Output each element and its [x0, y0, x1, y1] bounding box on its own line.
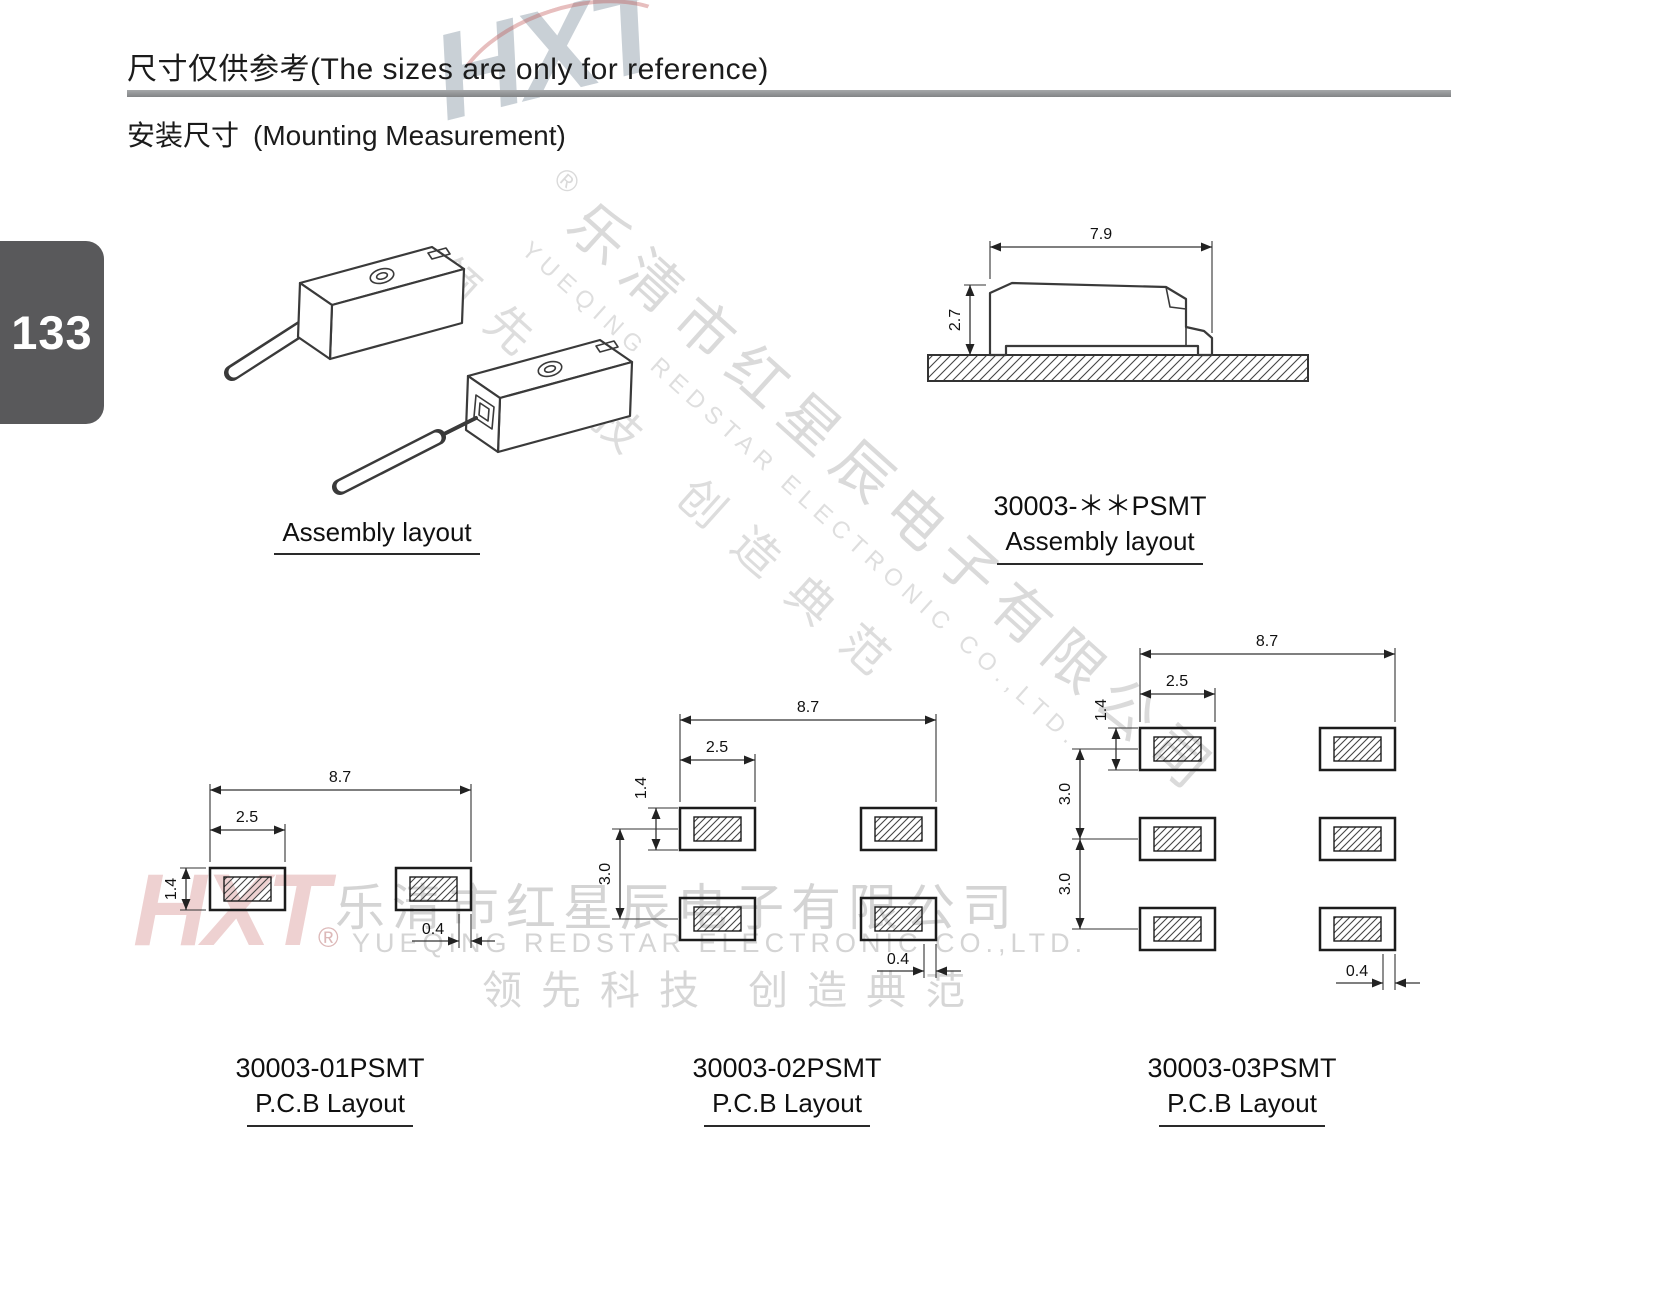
socket-opening [473, 394, 495, 430]
solder-pad [1318, 906, 1397, 952]
solder-pad [1318, 726, 1397, 772]
pcb-strip [927, 354, 1309, 382]
iso-assembly-caption: Assembly layout [227, 513, 527, 556]
section-title-en: (Mounting Measurement) [253, 120, 566, 151]
dim-label: 0.4 [422, 921, 444, 938]
connector-end-face [464, 374, 502, 454]
dim-height: 2.7 [947, 284, 986, 356]
solder-pad [208, 866, 287, 912]
solder-pad [394, 866, 473, 912]
dim-pad-width: 2.5 [210, 809, 286, 862]
part-number: 30003-02PSMT [692, 1053, 882, 1083]
section-title-cn: 安装尺寸 [127, 120, 240, 151]
dim-pad-width: 2.5 [680, 739, 756, 802]
page-number-tab: 133 [0, 241, 104, 424]
dim-label: 1.4 [1093, 699, 1110, 721]
dim-label: 8.7 [797, 699, 819, 716]
connector-with-wire [224, 245, 466, 381]
solder-pad [1138, 816, 1217, 862]
divider-bar [127, 90, 1451, 97]
top-hole [369, 267, 395, 285]
pcb-layout-1-drawing: 8.7 2.5 1.4 0.4 [163, 769, 495, 948]
dim-label: 8.7 [329, 769, 351, 786]
top-hole-inner [543, 364, 557, 374]
section-title: 安装尺寸 (Mounting Measurement) [127, 114, 566, 154]
latch-detail [1165, 286, 1187, 310]
caption-text: P.C.B Layout [704, 1088, 870, 1127]
pcb-layout-3-caption: 30003-03PSMT P.C.B Layout [1092, 1052, 1392, 1127]
dim-label: 3.0 [1057, 873, 1074, 895]
part-number: 30003-01PSMT [235, 1053, 425, 1083]
dim-width: 7.9 [989, 226, 1213, 333]
watermark-slogan: 领先科技 创造典范 [482, 969, 985, 1013]
page-number: 133 [11, 306, 93, 359]
solder-pad [678, 806, 757, 852]
dim-label: 1.4 [163, 878, 180, 900]
dim-pad-height: 1.4 [163, 867, 206, 911]
top-hole [537, 360, 563, 378]
dim-label: 2.5 [236, 809, 258, 826]
side-view-caption: 30003-＊＊PSMT Assembly layout [950, 490, 1250, 565]
top-hole-inner [375, 271, 389, 281]
latch-detail [427, 247, 451, 260]
dim-label: 0.4 [887, 951, 909, 968]
latch-detail [595, 340, 619, 353]
dim-offset: 0.4 [877, 944, 961, 978]
connector-with-loose-wire [332, 338, 634, 495]
dim-offset: 0.4 [412, 914, 495, 948]
dim-pad-height: 1.4 [1093, 699, 1138, 771]
caption-text: Assembly layout [997, 526, 1203, 565]
dim-label: 7.9 [1090, 226, 1112, 243]
part-number: 30003-03PSMT [1147, 1053, 1337, 1083]
dim-label: 8.7 [1256, 633, 1278, 650]
solder-pad [678, 896, 757, 942]
dim-label: 2.7 [947, 309, 964, 331]
part-number: 30003-＊＊PSMT [993, 491, 1207, 521]
dim-label: 2.5 [706, 739, 728, 756]
dim-pad-width: 2.5 [1140, 673, 1216, 722]
dim-label: 1.4 [633, 777, 650, 799]
pcb-layout-1-caption: 30003-01PSMT P.C.B Layout [180, 1052, 480, 1127]
solder-pad [859, 806, 938, 852]
pcb-layout-2-drawing: 8.7 2.5 1.4 3.0 0.4 [597, 699, 961, 978]
dim-overall: 8.7 [1139, 633, 1396, 722]
page-title: 尺寸仅供参考(The sizes are only for reference) [127, 53, 769, 86]
dim-overall: 8.7 [209, 769, 472, 862]
connector-end-face [296, 281, 334, 361]
caption-text: P.C.B Layout [1159, 1088, 1325, 1127]
iso-assembly-drawing [224, 245, 634, 495]
solder-pad [1138, 906, 1217, 952]
wire-highlight [336, 432, 442, 492]
pcb-layout-2-caption: 30003-02PSMT P.C.B Layout [637, 1052, 937, 1127]
dim-pitch-1: 3.0 [1057, 748, 1138, 840]
dim-label: 0.4 [1346, 963, 1368, 980]
dim-pitch: 3.0 [597, 828, 678, 920]
connector-profile [988, 281, 1214, 357]
caption-text: Assembly layout [274, 517, 480, 556]
solder-pad [1138, 726, 1217, 772]
dim-pitch-2: 3.0 [1057, 839, 1138, 930]
pcb-layout-3-drawing: 8.7 2.5 1.4 3.0 3.0 [1057, 633, 1420, 990]
registered-mark-icon: ® [318, 922, 339, 953]
dim-label: 3.0 [1057, 783, 1074, 805]
solder-pad [1318, 816, 1397, 862]
dim-label: 2.5 [1166, 673, 1188, 690]
dim-offset: 0.4 [1336, 954, 1420, 990]
dim-pad-height: 1.4 [633, 777, 678, 851]
solder-pad [859, 896, 938, 942]
dim-label: 3.0 [597, 863, 614, 885]
side-view-drawing: 7.9 2.7 [927, 226, 1309, 382]
caption-text: P.C.B Layout [247, 1088, 413, 1127]
socket-opening-inner [478, 402, 490, 422]
